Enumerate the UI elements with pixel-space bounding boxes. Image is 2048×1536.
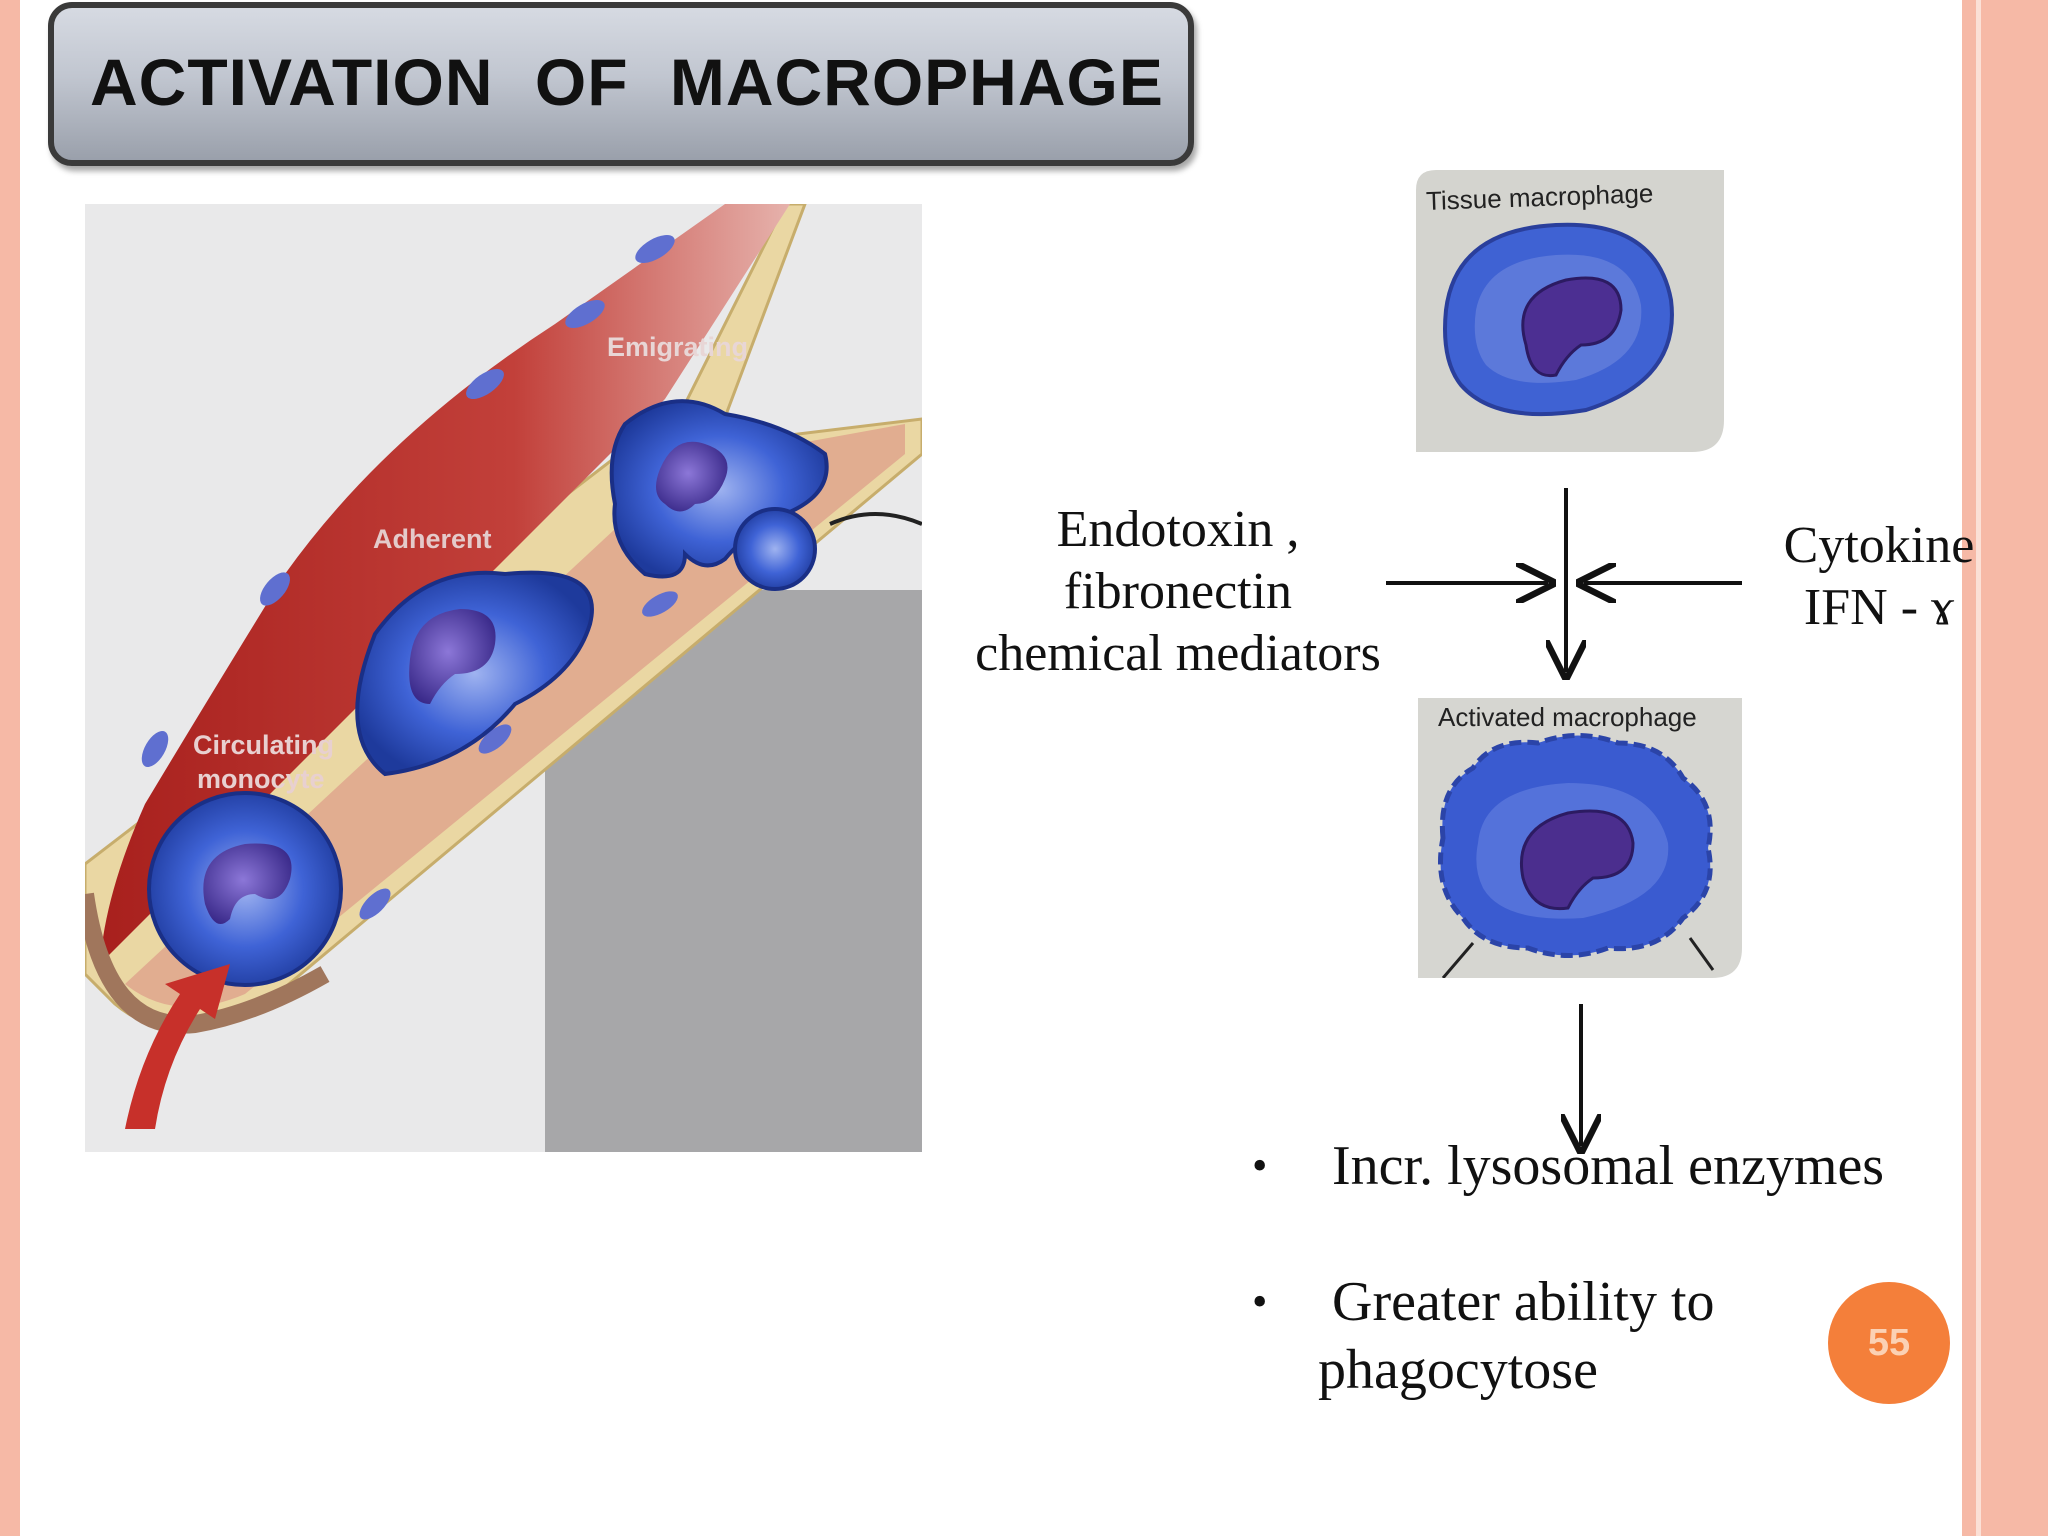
page-number: 55 (1867, 1321, 1911, 1364)
emigrating-cell-bleb (733, 507, 817, 591)
left-input-line2: fibronectin (1063, 563, 1293, 620)
label-circulating-line1: Circulating (193, 730, 335, 760)
bullet-item-2-line1: Greater ability to (1332, 1271, 1715, 1333)
bullet-item-1: Incr. lysosomal enzymes (1332, 1135, 1885, 1197)
page-number-badge: 55 (1828, 1282, 1950, 1404)
bullet-dot-1: • (1252, 1141, 1268, 1190)
label-adherent: Adherent (373, 524, 492, 554)
activated-macrophage-image: Activated macrophage (1418, 698, 1742, 979)
right-edge-inner-line (1976, 0, 1981, 1536)
title-banner: ACTIVATION OF MACROPHAGE (48, 2, 1194, 166)
slide-title: ACTIVATION OF MACROPHAGE (90, 45, 1164, 119)
left-input-line1: Endotoxin , (1056, 501, 1300, 558)
bullet-dot-2: • (1252, 1277, 1268, 1326)
label-emigrating: Emigrating (607, 332, 749, 362)
vessel-illustration (76, 202, 924, 1152)
bullet-item-2-line2: phagocytose (1318, 1339, 1598, 1401)
right-edge-band (1962, 0, 2048, 1536)
label-circulating-line2: monocyte (197, 764, 325, 794)
grey-block-top (793, 590, 922, 670)
activated-macrophage-nucleus (1520, 809, 1635, 911)
activated-macrophage-label: Activated macrophage (1438, 702, 1697, 732)
adherent-monocyte-cell (355, 570, 594, 777)
red-flow-arrow (125, 964, 230, 1129)
left-input-line3: chemical mediators (975, 625, 1381, 682)
tissue-macrophage-nucleus (1521, 276, 1623, 378)
right-input-line2: IFN - ɤ (1803, 579, 1955, 636)
left-edge-stripe (0, 0, 20, 1536)
monocyte-emigration-illustration: Emigrating Adherent Circulating monocyte (76, 202, 924, 1152)
tissue-macrophage-image: Tissue macrophage (1416, 170, 1724, 452)
right-input-line1: Cytokine (1783, 517, 1975, 574)
